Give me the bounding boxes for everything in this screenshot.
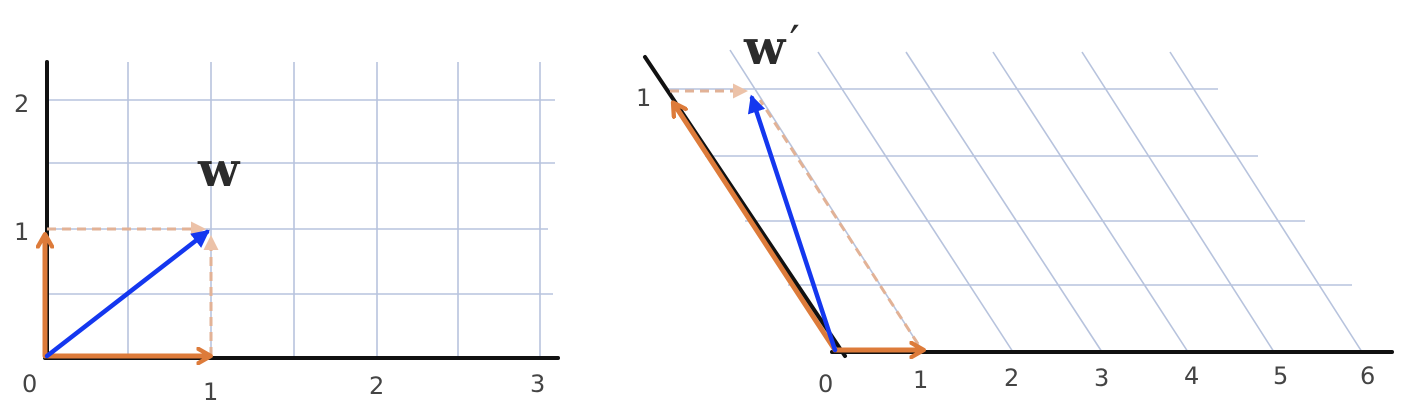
right-vector-w-prime bbox=[747, 94, 838, 353]
right-projection-slanted bbox=[758, 99, 920, 345]
right-x-tick-3: 3 bbox=[1094, 364, 1109, 392]
left-vector-label: w bbox=[197, 142, 241, 198]
right-y-tick-1: 1 bbox=[636, 84, 651, 112]
left-x-tick-2: 2 bbox=[369, 372, 384, 400]
right-x-tick-6: 6 bbox=[1360, 362, 1375, 390]
left-y-tick-2: 2 bbox=[14, 90, 29, 118]
right-vector-label-group: w′ bbox=[743, 15, 800, 76]
right-panel: w′ 0 1 2 3 4 5 6 1 bbox=[636, 15, 1394, 398]
right-x-tick-2: 2 bbox=[1004, 364, 1019, 392]
right-x-tick-5: 5 bbox=[1273, 362, 1288, 390]
right-grid bbox=[668, 49, 1363, 353]
right-x-tick-0: 0 bbox=[818, 370, 833, 398]
left-vector-w bbox=[44, 229, 210, 359]
left-x-tick-3: 3 bbox=[530, 370, 545, 398]
right-basis-j-hat bbox=[674, 104, 838, 353]
left-y-tick-1: 1 bbox=[14, 218, 29, 246]
right-x-tick-4: 4 bbox=[1184, 362, 1199, 390]
right-x-tick-1: 1 bbox=[913, 366, 928, 394]
left-grid bbox=[48, 62, 555, 356]
right-vector-label: w bbox=[743, 20, 787, 76]
left-panel: w 0 1 2 3 1 2 bbox=[14, 60, 560, 406]
right-vector-prime-mark: ′ bbox=[789, 15, 799, 69]
left-x-tick-1: 1 bbox=[203, 378, 218, 406]
left-x-tick-0: 0 bbox=[22, 370, 37, 398]
